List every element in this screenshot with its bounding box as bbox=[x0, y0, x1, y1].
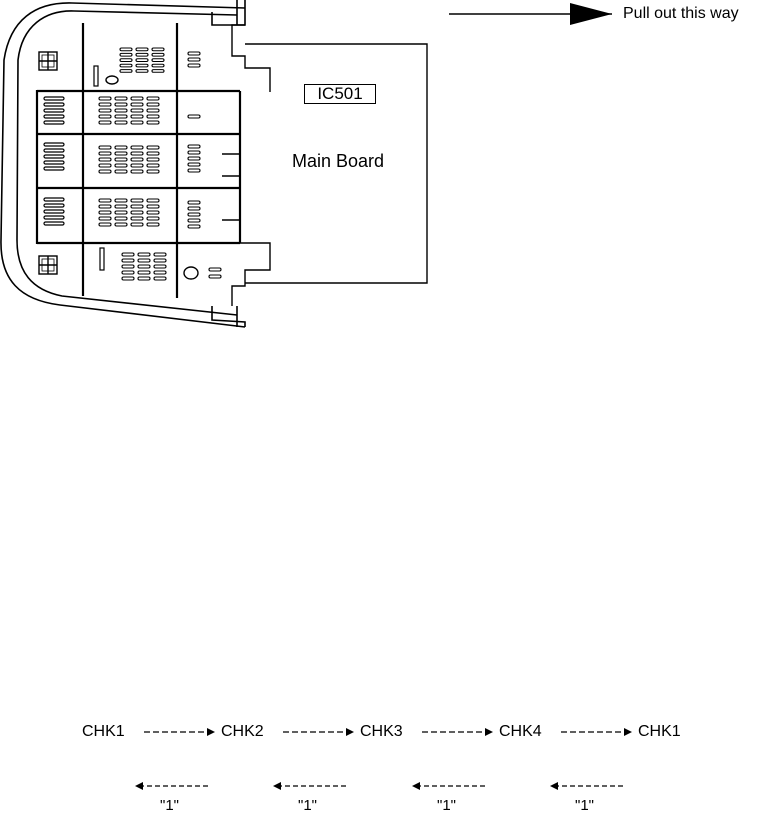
pull-out-label: Pull out this way bbox=[623, 5, 739, 22]
reverse-label-1: "1" bbox=[160, 797, 179, 814]
reverse-label-2: "1" bbox=[298, 797, 317, 814]
main-board-label: Main Board bbox=[292, 151, 385, 171]
reverse-label-4: "1" bbox=[575, 797, 594, 814]
reverse-label-3: "1" bbox=[437, 797, 456, 814]
main-board bbox=[245, 43, 428, 284]
slot-group-left bbox=[44, 97, 64, 225]
window-icon-bottom bbox=[38, 255, 58, 275]
slot-group-right bbox=[183, 51, 222, 280]
slot-grid-middle bbox=[93, 48, 166, 280]
ic501-label: IC501 bbox=[304, 84, 376, 104]
seq-chk3: CHK3 bbox=[360, 723, 403, 740]
seq-chk1-start: CHK1 bbox=[82, 723, 125, 740]
window-icon-top bbox=[38, 51, 58, 71]
seq-chk4: CHK4 bbox=[499, 723, 542, 740]
cartridge-housing bbox=[0, 0, 246, 328]
seq-chk2: CHK2 bbox=[221, 723, 264, 740]
seq-chk1-end: CHK1 bbox=[638, 723, 681, 740]
